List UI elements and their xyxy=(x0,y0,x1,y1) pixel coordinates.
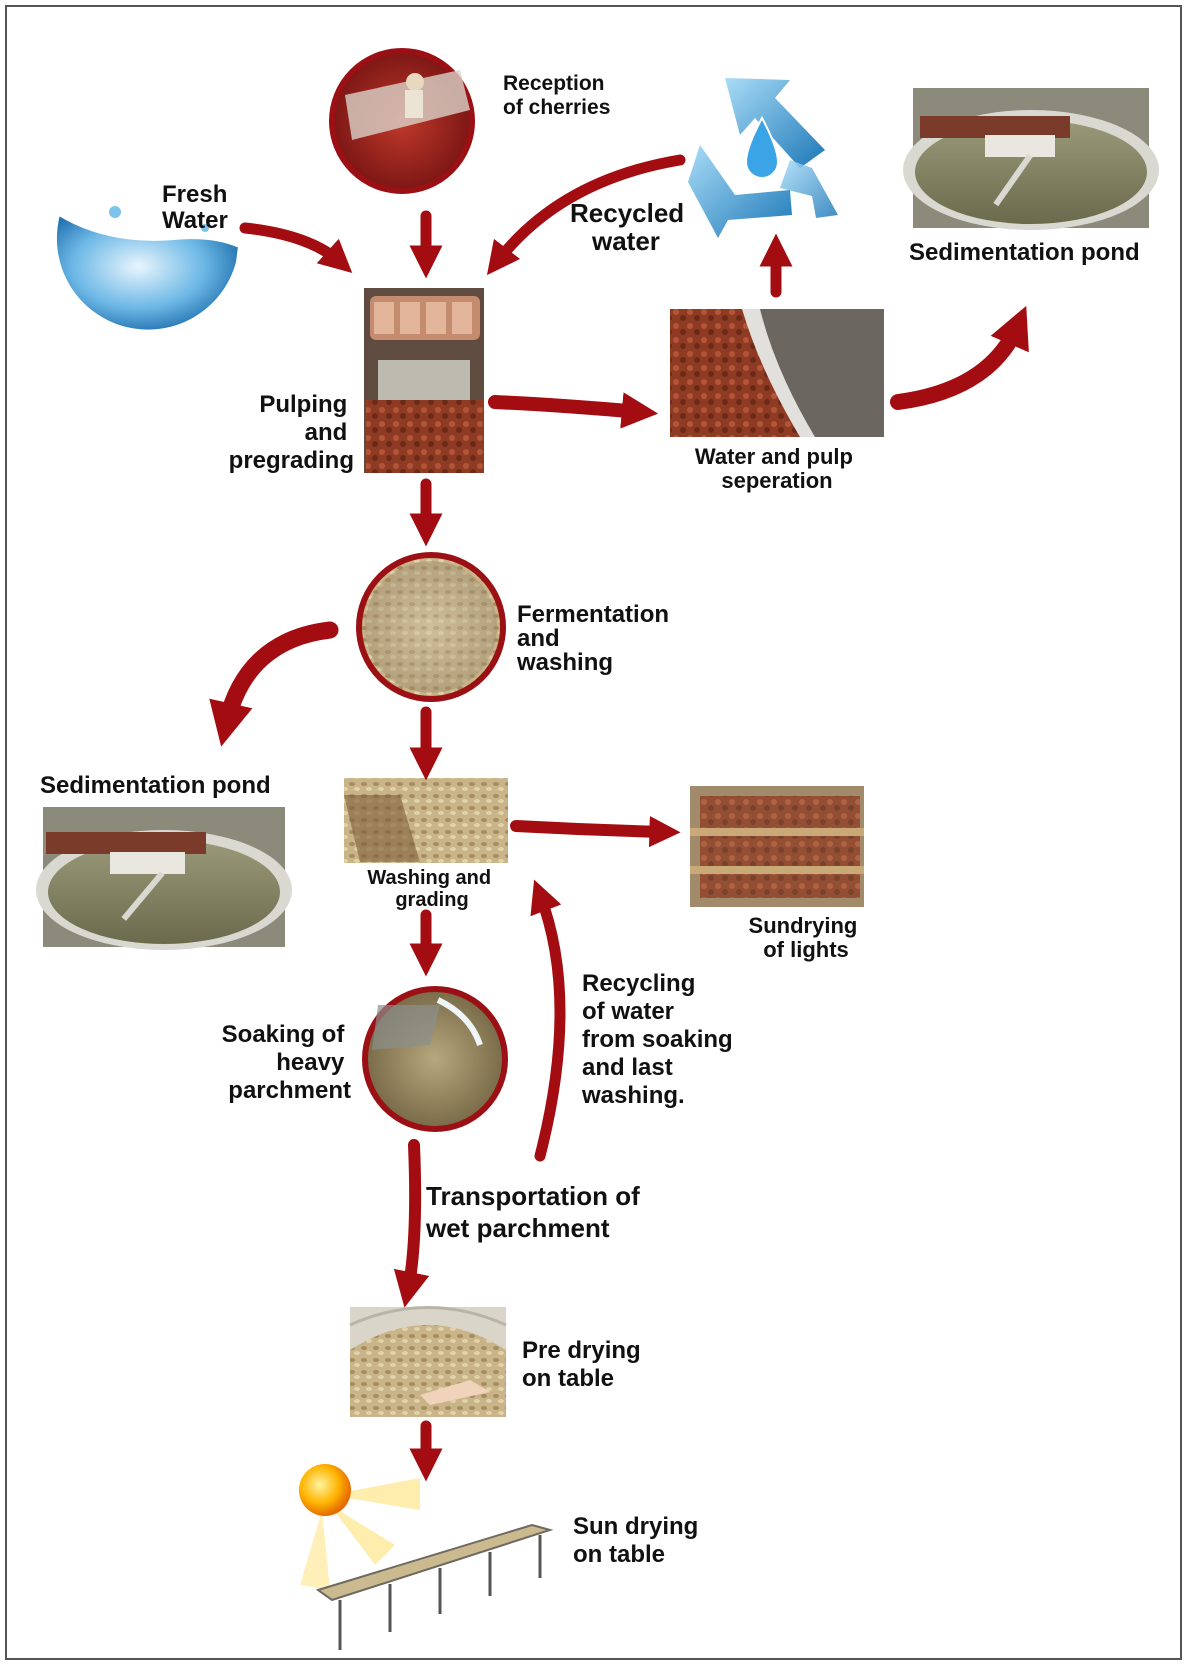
pulping-label: Pulping and pregrading xyxy=(229,391,354,474)
arrow-separation-to-pond-top xyxy=(898,325,1018,402)
separation-label: Water and pulp seperation xyxy=(695,444,859,493)
sundrying-label: Sundrying of lights xyxy=(749,913,864,962)
arrow-recycling-to-washing xyxy=(540,895,560,1156)
soaking-image xyxy=(365,989,505,1129)
sedimentation-pond-image-left xyxy=(36,807,292,950)
reception-cherries-image xyxy=(332,51,472,191)
transportation-label: Transportation of wet parchment xyxy=(425,1181,647,1243)
fermentation-image xyxy=(359,555,503,699)
washing-grading-label: Washing and grading xyxy=(367,867,496,911)
arrow-soaking-to-predrying xyxy=(408,1145,415,1290)
recycle-icon xyxy=(688,78,838,238)
soaking-label: Soaking of heavy parchment xyxy=(222,1021,351,1104)
sundrying-image xyxy=(690,786,864,907)
washing-grading-image xyxy=(344,778,508,863)
fresh-water-label: Fresh Water xyxy=(162,181,234,234)
arrow-fresh-water-to-pulping xyxy=(245,228,340,262)
recycled-water-label: Recycled water xyxy=(570,198,691,256)
pre-drying-label: Pre drying on table xyxy=(522,1337,647,1392)
pre-drying-image xyxy=(350,1307,506,1417)
arrow-washing-to-sundrying xyxy=(516,826,665,832)
drying-table-image xyxy=(318,1525,550,1650)
sedimentation-pond-left-label: Sedimentation pond xyxy=(40,772,271,799)
sedimentation-pond-image-top xyxy=(903,88,1159,230)
pulping-image xyxy=(364,288,484,473)
sun-drying-label: Sun drying on table xyxy=(573,1513,705,1568)
recycling-water-label: Recycling of water from soaking and last… xyxy=(581,970,739,1109)
arrow-fermentation-to-pond-left xyxy=(226,630,330,725)
separation-image xyxy=(670,309,884,437)
sedimentation-pond-top-label: Sedimentation pond xyxy=(909,239,1140,266)
reception-label: Reception of cherries xyxy=(503,72,610,119)
fermentation-label: Fermentation and washing xyxy=(516,601,676,676)
arrow-pulping-to-separation xyxy=(495,402,640,412)
